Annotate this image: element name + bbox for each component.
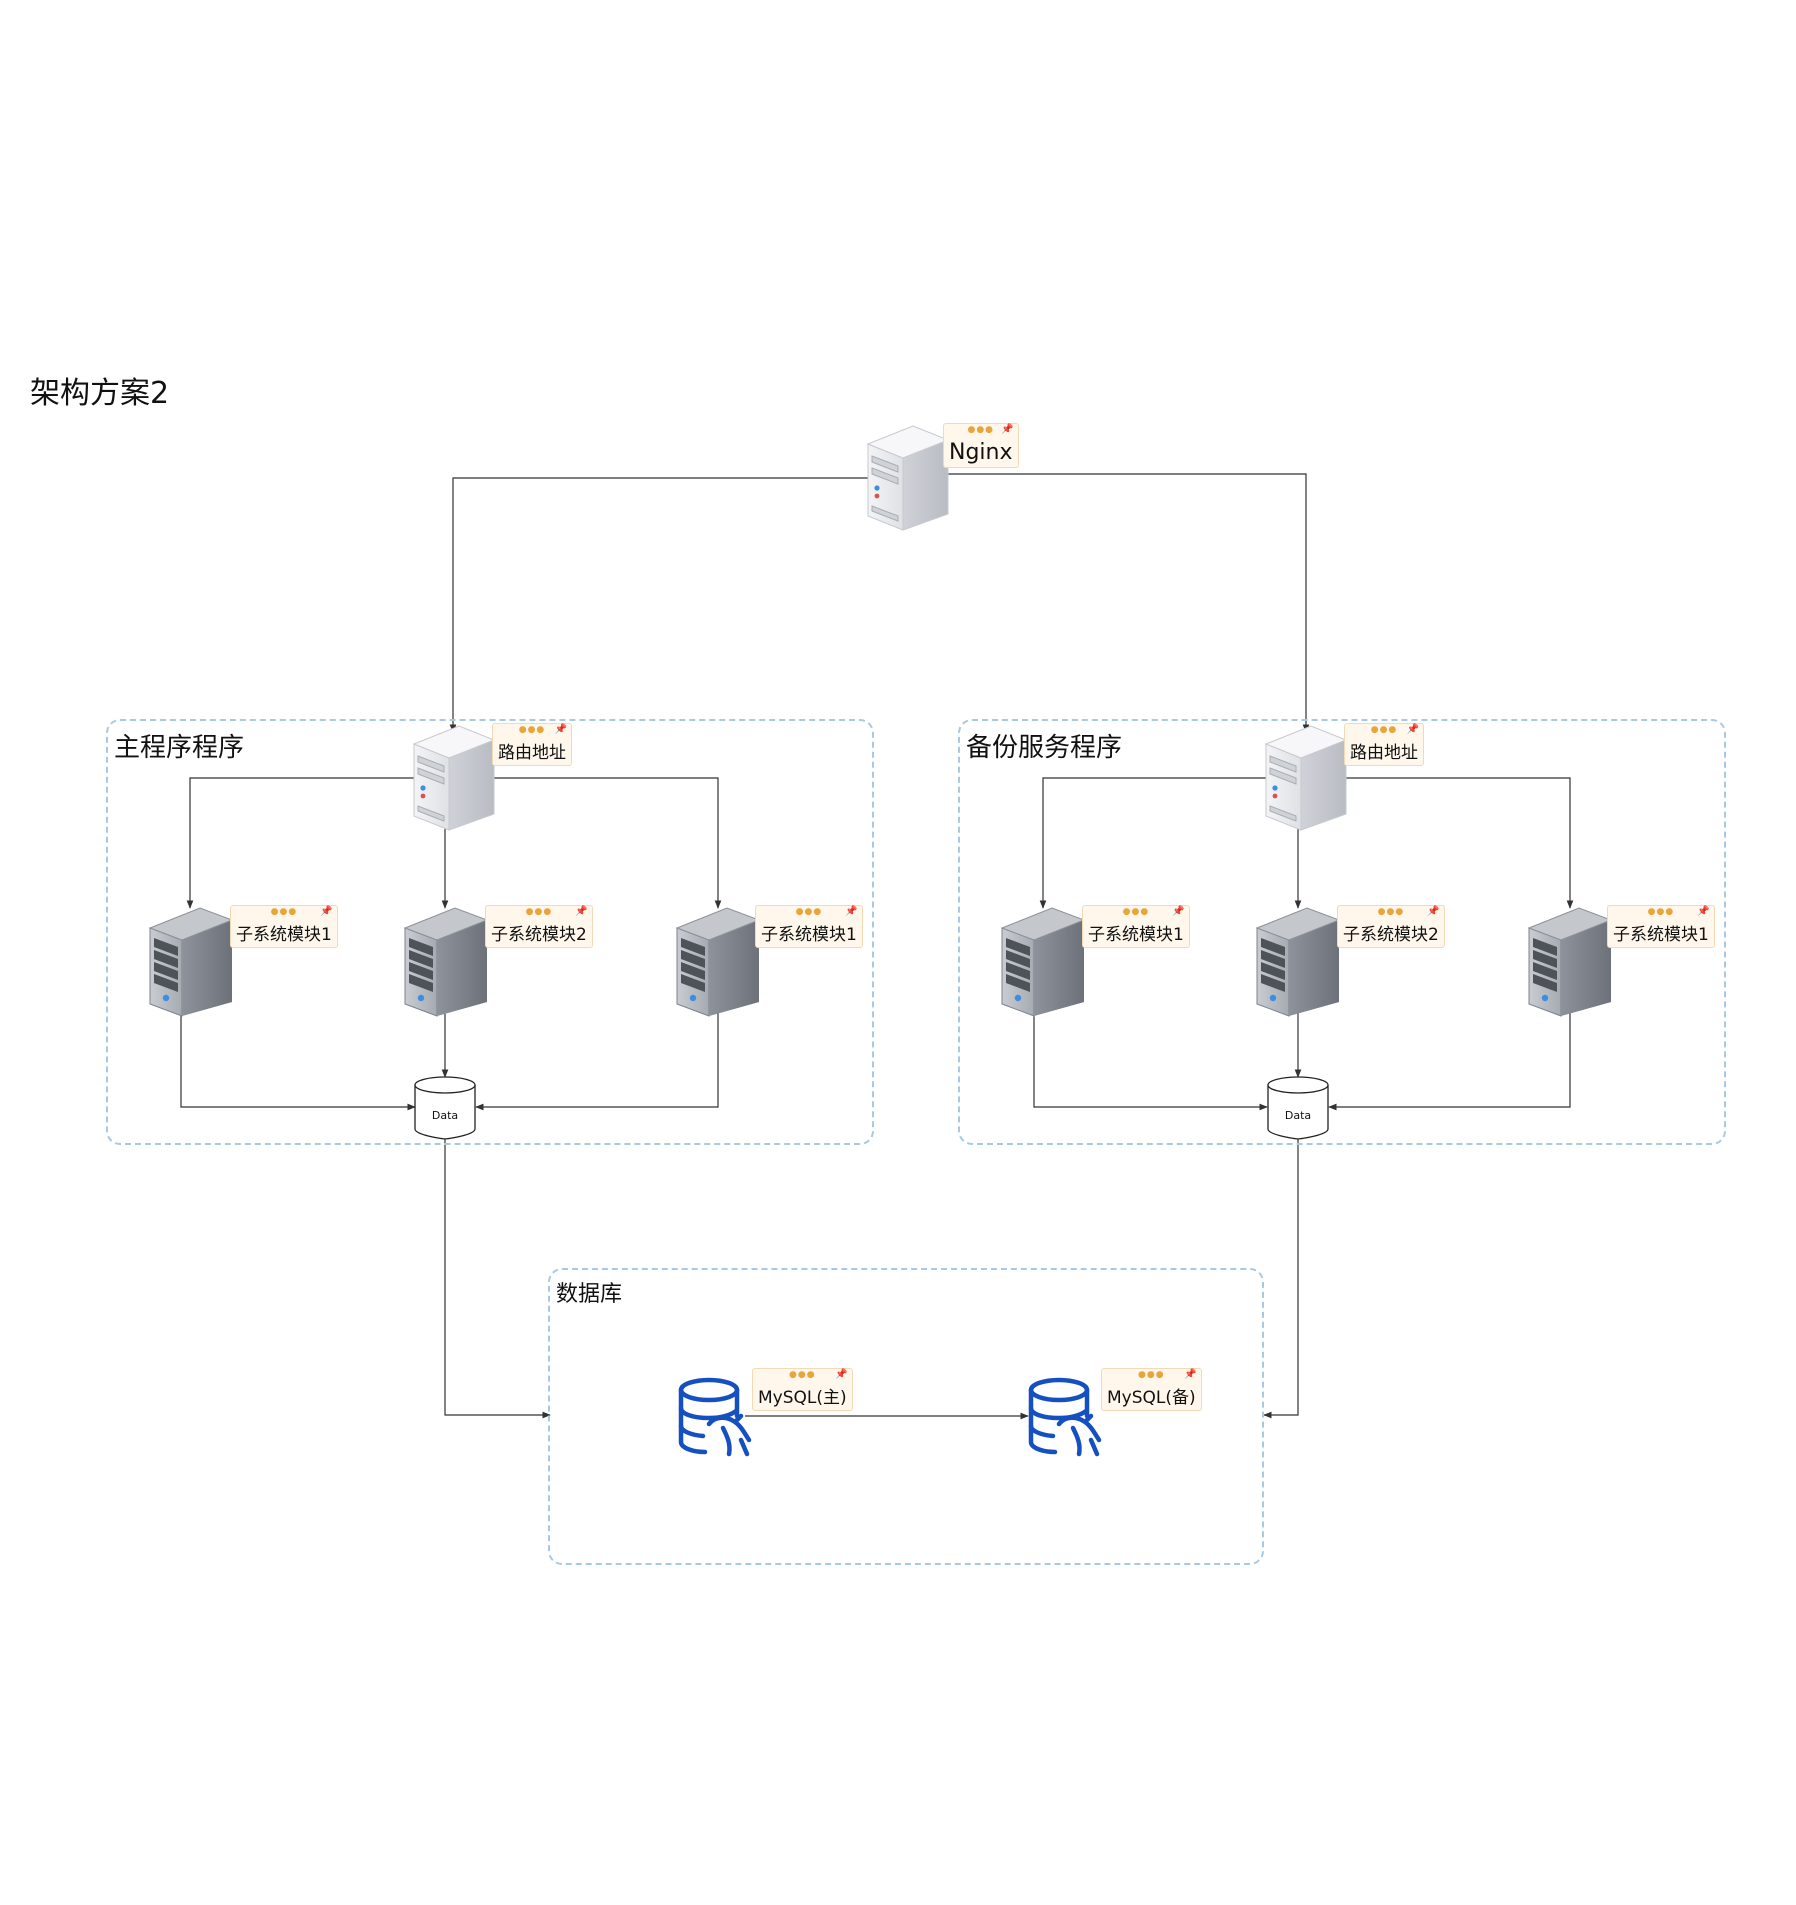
connector-backup-data-db	[1263, 1139, 1299, 1419]
mysql-primary-label: MySQL(主)	[758, 1388, 847, 1408]
connector-backup-router-module3	[1345, 777, 1574, 909]
main-module1-label: 子系统模块1	[236, 925, 332, 945]
backup-program-group[interactable]: 备份服务程序	[958, 719, 1726, 1145]
pin-icon: 📌	[1427, 906, 1440, 917]
backup-data-label: Data	[1285, 1109, 1311, 1122]
backup-module3-label-tag[interactable]: ●●● 📌 子系统模块1	[1607, 905, 1715, 948]
connector-main-data-db	[444, 1139, 551, 1419]
more-dots-icon: ●●●	[1647, 907, 1675, 917]
more-dots-icon: ●●●	[1377, 907, 1405, 917]
main-module2-label: 子系统模块2	[491, 925, 587, 945]
pin-icon: 📌	[554, 724, 567, 735]
connector-main-router-module3	[492, 777, 722, 909]
main-module3-label-tag[interactable]: ●●● 📌 子系统模块1	[755, 905, 863, 948]
backup-module1-label: 子系统模块1	[1088, 925, 1184, 945]
more-dots-icon: ●●●	[525, 907, 553, 917]
database-group-title: 数据库	[556, 1282, 623, 1307]
more-dots-icon: ●●●	[967, 425, 995, 435]
backup-module3-label: 子系统模块1	[1613, 925, 1709, 945]
backup-router-label-tag[interactable]: ●●● 📌 路由地址	[1344, 723, 1424, 766]
connector-main-module3-data	[475, 1012, 719, 1111]
pin-icon: 📌	[1184, 1369, 1197, 1380]
mysql-primary-label-tag[interactable]: ●●● 📌 MySQL(主)	[752, 1368, 853, 1411]
more-dots-icon: ●●●	[795, 907, 823, 917]
more-dots-icon: ●●●	[1138, 1370, 1165, 1380]
connector-nginx-backup-router	[946, 473, 1310, 733]
pin-icon: 📌	[835, 1369, 848, 1380]
main-router-label-tag[interactable]: ●●● 📌 路由地址	[492, 723, 572, 766]
connector-backup-module1-data	[1033, 1012, 1268, 1111]
main-router-label: 路由地址	[498, 743, 566, 763]
pin-icon: 📌	[1406, 724, 1419, 735]
main-group-title: 主程序程序	[114, 733, 245, 763]
backup-module1-label-tag[interactable]: ●●● 📌 子系统模块1	[1082, 905, 1190, 948]
nginx-server-icon[interactable]	[867, 425, 949, 531]
more-dots-icon: ●●●	[1370, 725, 1398, 735]
main-data-label: Data	[432, 1109, 458, 1122]
diagram-title: 架构方案2	[30, 376, 170, 411]
mysql-standby-label: MySQL(备)	[1107, 1388, 1196, 1408]
connector-backup-module3-data	[1328, 1012, 1571, 1111]
mysql-standby-label-tag[interactable]: ●●● 📌 MySQL(备)	[1101, 1368, 1202, 1411]
connector-backup-router-module1	[1039, 777, 1268, 909]
backup-module2-label-tag[interactable]: ●●● 📌 子系统模块2	[1337, 905, 1445, 948]
nginx-label-tag[interactable]: ●●● 📌 Nginx	[943, 423, 1019, 468]
nginx-label: Nginx	[949, 440, 1013, 465]
more-dots-icon: ●●●	[1122, 907, 1150, 917]
backup-module2-label: 子系统模块2	[1343, 925, 1439, 945]
connectors	[180, 473, 1574, 1420]
backup-router-label: 路由地址	[1350, 743, 1418, 763]
pin-icon: 📌	[845, 906, 858, 917]
main-module1-label-tag[interactable]: ●●● 📌 子系统模块1	[230, 905, 338, 948]
more-dots-icon: ●●●	[270, 907, 298, 917]
pin-icon: 📌	[1172, 906, 1185, 917]
connector-main-module1-data	[180, 1012, 416, 1111]
main-module2-label-tag[interactable]: ●●● 📌 子系统模块2	[485, 905, 593, 948]
pin-icon: 📌	[575, 906, 588, 917]
database-group[interactable]: 数据库	[548, 1268, 1264, 1565]
more-dots-icon: ●●●	[518, 725, 546, 735]
pin-icon: 📌	[320, 906, 333, 917]
connector-nginx-main-router	[449, 477, 868, 733]
backup-group-title: 备份服务程序	[966, 733, 1123, 763]
main-program-group[interactable]: 主程序程序	[106, 719, 874, 1145]
main-module3-label: 子系统模块1	[761, 925, 857, 945]
pin-icon: 📌	[1697, 906, 1710, 917]
connector-main-router-module1	[186, 777, 415, 909]
more-dots-icon: ●●●	[789, 1370, 816, 1380]
pin-icon: 📌	[1001, 424, 1014, 435]
